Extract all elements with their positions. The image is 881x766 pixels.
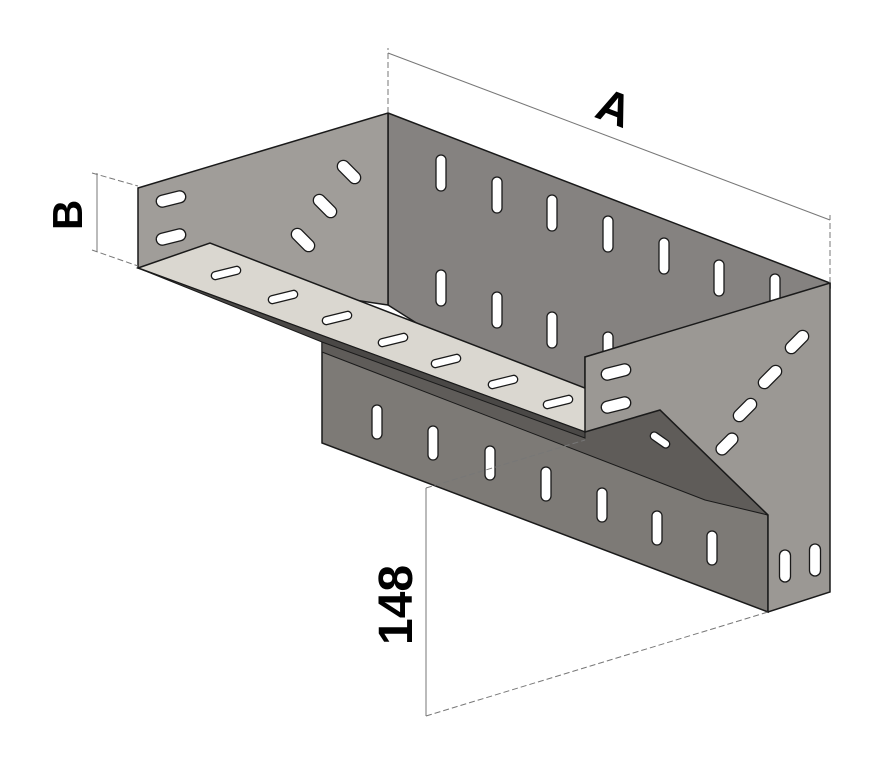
dim-a-line [387, 52, 831, 221]
slot-hole [757, 364, 783, 390]
slot-hole [435, 269, 447, 307]
front-end-plate-slots [600, 329, 822, 583]
dimension-label-a: A [590, 77, 640, 137]
slot-hole [808, 543, 822, 577]
slot-hole [491, 291, 503, 329]
slot-hole [706, 530, 718, 566]
slot-hole [290, 227, 316, 253]
slot-hole [540, 466, 552, 502]
left-wall-slots [155, 159, 362, 253]
slot-hole [430, 353, 462, 369]
slot-hole [377, 332, 409, 348]
slot-hole [546, 311, 558, 349]
slot-hole [600, 363, 632, 381]
lower-plate-slots [371, 404, 718, 566]
front-end-plate [584, 281, 831, 614]
slot-hole [658, 237, 670, 275]
dim-b-ext-top [91, 172, 139, 187]
slot-hole [778, 549, 792, 583]
slot-hole [312, 193, 338, 219]
slot-hole [542, 394, 574, 410]
shelf-underside-edge [137, 267, 586, 439]
slot-hole [546, 194, 558, 232]
slot-hole [155, 190, 187, 208]
slot-hole [155, 228, 187, 246]
slot-hole [487, 374, 519, 390]
shelf-slots [210, 265, 574, 410]
back-wall-slots [435, 154, 781, 369]
dim-148-ext-top [425, 439, 586, 489]
dimension-lines [91, 48, 831, 717]
slot-hole [713, 259, 725, 297]
dimension-label-b: B [44, 200, 91, 230]
slot-hole [715, 432, 739, 456]
slot-hole [427, 425, 439, 461]
slot-hole [651, 510, 663, 546]
slot-hole [321, 310, 353, 326]
slot-hole [649, 431, 671, 449]
slot-hole [600, 396, 632, 414]
slot-hole [435, 154, 447, 192]
dimension-label-height: 148 [370, 565, 423, 645]
slot-hole [336, 159, 362, 185]
slot-hole [596, 487, 608, 523]
slot-hole [602, 215, 614, 253]
slot-hole [784, 329, 810, 355]
dim-b-ext-bottom [91, 249, 139, 267]
slot-hole [267, 289, 299, 305]
slot-hole [371, 404, 383, 440]
slot-hole [732, 397, 758, 423]
slot-hole [484, 445, 496, 481]
front-end-plate-face [584, 281, 831, 614]
slot-hole [491, 176, 503, 214]
lower-plate [321, 340, 770, 614]
slot-hole [210, 265, 242, 281]
dim-148-ext-bottom [425, 611, 769, 717]
